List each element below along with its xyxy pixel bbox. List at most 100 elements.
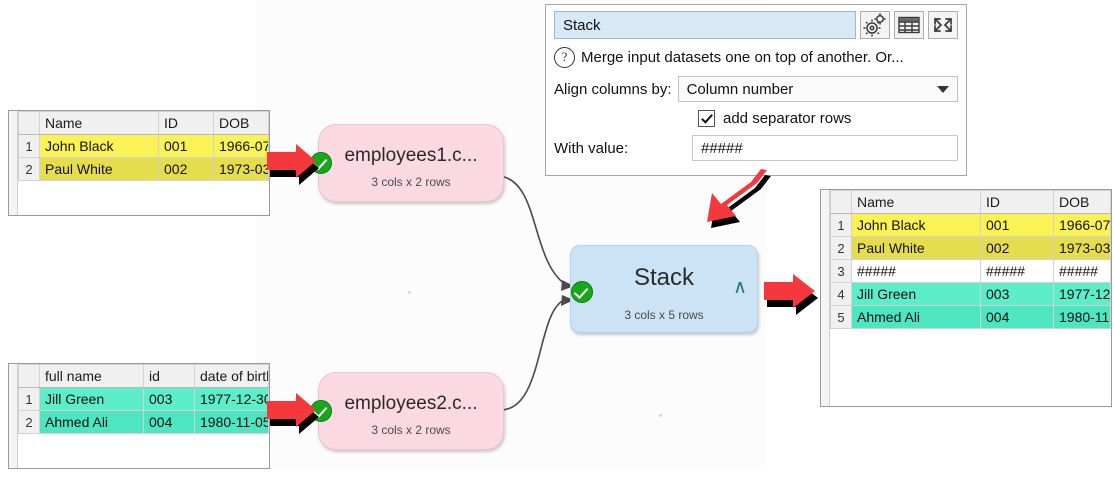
row-number: 5 [830,305,852,329]
col-header-0[interactable]: full name [39,364,144,388]
row-number: 4 [830,282,852,306]
panel-help-text: Merge input datasets one on top of anoth… [581,49,904,66]
row-number: 2 [18,410,40,434]
with-value-row: With value: ##### [554,135,958,161]
cell-name[interactable]: Ahmed Ali [851,305,981,329]
table-row[interactable]: 1 John Black 001 1966-07-01 [18,134,269,158]
node-employees2[interactable]: employees2.c... 3 cols x 2 rows [318,372,504,450]
node-employees2-status-ok-icon [310,400,332,422]
col-header-0[interactable]: Name [39,111,159,135]
col-header-2[interactable]: DOB [213,111,269,135]
cell-id[interactable]: 002 [980,236,1054,260]
node-employees1[interactable]: employees1.c... 3 cols x 2 rows [318,124,504,202]
table-header-row: full name id date of birth [18,364,269,388]
chevron-down-icon [937,85,949,93]
col-header-1[interactable]: ID [158,111,214,135]
question-mark-icon[interactable]: ? [554,47,575,68]
gears-icon-glyph [863,13,886,37]
row-header-corner [830,190,852,214]
col-header-0[interactable]: Name [851,190,981,214]
expand-arrows-icon-glyph [934,18,952,32]
row-header-corner [18,111,40,135]
input-table-employees1[interactable]: Name ID DOB 1 John Black 001 1966-07-01 … [8,110,270,216]
canvas-grid-dot [659,414,662,417]
cell-id[interactable]: ##### [980,259,1054,283]
cell-id[interactable]: 003 [143,387,195,411]
output-arrow [764,274,818,315]
cell-id[interactable]: 003 [980,282,1054,306]
cell-name[interactable]: ##### [851,259,981,283]
cell-dob[interactable]: 1966-07-01 [1053,213,1111,237]
cell-name[interactable]: Paul White [851,236,981,260]
row-number: 2 [830,236,852,260]
cell-dob[interactable]: 1973-03-11 [213,157,269,181]
cell-full-name[interactable]: Ahmed Ali [39,410,144,434]
cell-date-of-birth[interactable]: 1980-11-05 [194,410,269,434]
table-header-row: Name ID DOB [18,111,269,135]
input-table-employees2[interactable]: full name id date of birth 1 Jill Green … [8,363,270,469]
row-number: 3 [830,259,852,283]
col-header-1[interactable]: ID [980,190,1054,214]
properties-panel-stack[interactable]: Stack [545,4,967,176]
row-number: 1 [830,213,852,237]
panel-help-row: ? Merge input datasets one on top of ano… [554,47,966,68]
cell-id[interactable]: 002 [158,157,214,181]
table-row[interactable]: 4 Jill Green 003 1977-12-30 [830,282,1111,306]
align-columns-label: Align columns by: [554,80,672,98]
table-left-gutter [821,190,830,406]
cell-name[interactable]: John Black [39,134,159,158]
table-row-separator[interactable]: 3 ##### ##### ##### [830,259,1111,283]
separator-rows-row[interactable]: add separator rows [698,110,958,127]
cell-dob[interactable]: 1966-07-01 [213,134,269,158]
gears-icon[interactable] [860,11,890,39]
col-header-2[interactable]: DOB [1053,190,1111,214]
add-separator-rows-label: add separator rows [723,110,852,127]
row-number: 1 [18,134,40,158]
col-header-2[interactable]: date of birth [194,364,269,388]
table-grid-icon[interactable] [894,11,924,39]
with-value-label: With value: [554,139,629,157]
expand-arrows-icon[interactable] [928,11,958,39]
table-grid-icon-glyph [898,16,920,34]
add-separator-rows-checkbox[interactable] [698,110,715,127]
cell-id[interactable]: 004 [980,305,1054,329]
node-employees1-title: employees1.c... [344,145,478,166]
col-header-1[interactable]: id [143,364,195,388]
row-number: 1 [18,387,40,411]
cell-name[interactable]: Paul White [39,157,159,181]
cell-name[interactable]: John Black [851,213,981,237]
table-row[interactable]: 2 Paul White 002 1973-03-11 [18,157,269,181]
node-stack[interactable]: Stack 3 cols x 5 rows ∧ [570,245,758,333]
cell-dob[interactable]: ##### [1053,259,1111,283]
cell-id[interactable]: 001 [158,134,214,158]
output-table-stack-result[interactable]: Name ID DOB 1 John Black 001 1966-07-01 … [820,189,1112,407]
row-header-corner [18,364,40,388]
table-row[interactable]: 1 John Black 001 1966-07-01 [830,213,1111,237]
cell-dob[interactable]: 1980-11-05 [1053,305,1111,329]
node-employees1-subtitle: 3 cols x 2 rows [371,175,451,189]
table-left-gutter [9,364,18,468]
align-columns-row: Align columns by: Column number [554,76,958,102]
cell-id[interactable]: 004 [143,410,195,434]
node-employees2-subtitle: 3 cols x 2 rows [371,423,451,437]
table-row[interactable]: 5 Ahmed Ali 004 1980-11-05 [830,305,1111,329]
node-employees1-status-ok-icon [310,152,332,174]
with-value-input[interactable]: ##### [692,135,958,161]
table-row[interactable]: 2 Ahmed Ali 004 1980-11-05 [18,410,269,434]
canvas-grid-dot [408,291,411,294]
node-stack-status-ok-icon [571,281,593,303]
cell-dob[interactable]: 1977-12-30 [1053,282,1111,306]
node-employees2-title: employees2.c... [344,393,478,414]
cell-id[interactable]: 001 [980,213,1054,237]
cell-date-of-birth[interactable]: 1977-12-30 [194,387,269,411]
cell-dob[interactable]: 1973-03-11 [1053,236,1111,260]
cell-name[interactable]: Jill Green [851,282,981,306]
cell-full-name[interactable]: Jill Green [39,387,144,411]
align-columns-select[interactable]: Column number [677,76,958,102]
table-row[interactable]: 1 Jill Green 003 1977-12-30 [18,387,269,411]
align-columns-value: Column number [686,80,794,98]
table-header-row: Name ID DOB [830,190,1111,214]
table-row[interactable]: 2 Paul White 002 1973-03-11 [830,236,1111,260]
panel-title-input[interactable]: Stack [554,11,856,39]
node-stack-output-caret-icon[interactable]: ∧ [733,276,747,298]
